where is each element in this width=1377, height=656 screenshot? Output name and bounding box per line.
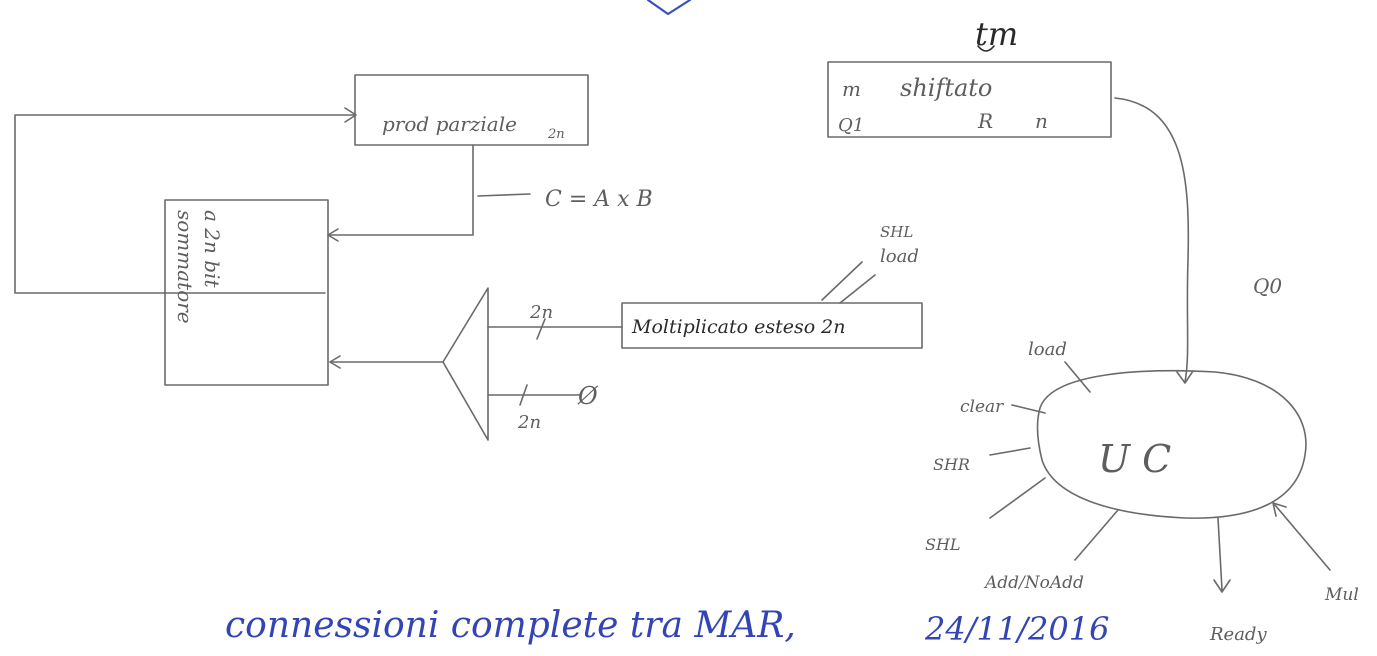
- adder-box: [164, 199, 329, 386]
- mux-zero-input: Ø: [577, 382, 599, 410]
- prod-to-adder-line: [327, 144, 474, 236]
- uc-clear-label: clear: [960, 397, 1004, 417]
- shift-reg-n: n: [1035, 109, 1048, 133]
- mux-to-adder-arrowhead: [329, 355, 341, 369]
- top-partial-stroke: [646, 0, 692, 16]
- moltiplicato-box: [621, 302, 923, 349]
- uc-shr-line: [989, 447, 1031, 456]
- uc-add-line: [1074, 509, 1119, 561]
- adder-label-line1: sommatore: [173, 210, 197, 324]
- footer-note: connessioni complete tra MAR,: [225, 605, 796, 646]
- uc-shl-label: SHL: [925, 535, 961, 554]
- feedback-arrowhead: [344, 107, 357, 123]
- uc-clear-line: [1011, 404, 1046, 414]
- mux-bottom-width-tick: [519, 384, 528, 406]
- moltiplicato-label: Moltiplicato esteso 2n: [631, 316, 846, 338]
- mux-bottom-width: 2n: [517, 412, 541, 433]
- mux-top-width-tick: [536, 318, 546, 340]
- mux-triangle: [442, 287, 489, 441]
- q0-signal-curve: [1114, 97, 1190, 383]
- shl-control-line: [821, 261, 863, 301]
- top-label-tm: tm: [975, 15, 1018, 53]
- uc-shr-label: SHR: [933, 455, 970, 474]
- uc-shl-line: [989, 477, 1046, 519]
- ctrl-load-label: load: [880, 246, 919, 267]
- prod-parziale-label: prod parziale: [382, 112, 517, 136]
- prod-parziale-subscript: 2n: [547, 127, 565, 142]
- uc-load-line: [1064, 361, 1091, 393]
- uc-mul-label: Mul: [1324, 585, 1359, 605]
- ctrl-shl-label: SHL: [880, 223, 913, 241]
- shift-register-box: [827, 61, 1112, 138]
- shift-reg-q1: Q1: [838, 115, 864, 136]
- shift-reg-m: m: [842, 77, 861, 101]
- uc-ready-arrowhead: [1213, 579, 1231, 593]
- uc-load-label: load: [1028, 339, 1067, 360]
- mux-top-width: 2n: [529, 302, 553, 323]
- uc-label: U C: [1098, 437, 1171, 481]
- feedback-loop-line: [14, 114, 356, 294]
- prod-parziale-box: [354, 74, 589, 146]
- q0-label: Q0: [1253, 274, 1282, 298]
- tm-hook: [977, 45, 995, 52]
- load-control-line: [839, 274, 876, 304]
- uc-mul-line: [1274, 504, 1331, 571]
- uc-add-label: Add/NoAdd: [983, 573, 1084, 593]
- shift-reg-r: R: [977, 109, 993, 133]
- formula-leader: [477, 193, 531, 197]
- formula-text: C = A x B: [545, 187, 653, 212]
- uc-mul-arrowhead: [1272, 502, 1287, 517]
- adder-label-line2: a 2n bit: [200, 210, 224, 288]
- uc-blob: [1036, 369, 1307, 519]
- q0-arrowhead: [1176, 370, 1194, 384]
- uc-ready-label: Ready: [1209, 624, 1267, 645]
- footer-date: 24/11/2016: [924, 610, 1109, 648]
- uc-ready-line: [1217, 517, 1223, 591]
- shift-reg-shiftato: shiftato: [900, 74, 992, 102]
